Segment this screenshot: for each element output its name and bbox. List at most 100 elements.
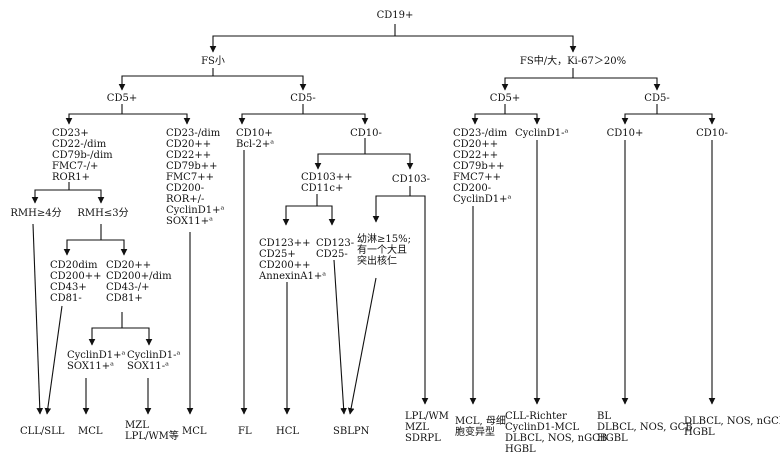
node-cll-markers-line: CD22-/dim [52, 139, 107, 150]
node-small-cd5pos: CD5+ [107, 93, 137, 104]
node-sblpn-markers-line: CD25- [316, 249, 348, 260]
outcome-cll-richter-line: CyclinD1-MCL [505, 422, 580, 433]
edge-rmh3-cd20pp [101, 239, 128, 256]
edge-cd20pp-cycneg [122, 327, 153, 346]
outcome-lpl-wm-line: SDRPL [405, 433, 441, 444]
node-large-cd10neg: CD10- [696, 128, 728, 139]
outcome-cll-richter-line: HGBL [505, 444, 536, 455]
node-cll-markers-line: CD23+ [52, 128, 89, 139]
edge-rmh3-split [63, 224, 102, 256]
node-mcl-markers-line: CD200- [166, 183, 205, 194]
edge-fs-small-split [118, 68, 214, 91]
node-hcl-markers-line: CD25+ [259, 249, 296, 260]
node-cd20pp-line: CD81+ [106, 293, 143, 304]
outcome-dlbcl-ngcb-line: HGBL [684, 427, 715, 438]
node-mcl-markers-line: ROR+/- [166, 194, 205, 205]
outcome-bl-line: BL [597, 411, 611, 422]
outcome-mzl-line: MZL [125, 420, 149, 431]
edge-lcd5pos-split [471, 104, 506, 125]
node-large-cd5pos: CD5+ [490, 93, 520, 104]
outcome-lpl-wm-line: MZL [405, 422, 429, 433]
outcome-mcl-blastoid-line: MCL, 母细 [455, 416, 506, 427]
edge-cd123neg-sblpn [333, 259, 347, 415]
outcome-lpl-wm-line: LPL/WM [405, 411, 449, 422]
edge-cd103pos-cd123neg [317, 205, 336, 226]
edge-lcd5neg-split [621, 104, 658, 125]
node-cd103pos-line: CD11c+ [301, 183, 344, 194]
node-mcl-markers-line: FMC7++ [166, 172, 214, 183]
edge-cll-rmh-split [31, 182, 70, 204]
edge-root-to-fs-large [395, 35, 577, 53]
outcome-sblpn: SBLPN [333, 426, 369, 437]
node-large-cd5pos-line: CD5+ [489, 93, 521, 104]
outcome-mcl-blastoid: MCL, 母细胞变异型 [455, 416, 506, 438]
node-cd10pos: CD10+Bcl-2+ᵃ [236, 128, 274, 150]
node-hcl-markers-line: AnnexinA1+ᵃ [259, 271, 327, 282]
edge-lcd5neg-cd10neg [657, 113, 716, 125]
node-large-cyclin-neg: CyclinD1-ᵃ [515, 128, 568, 139]
node-root-line: CD19+ [376, 10, 414, 21]
edge-cd5pos-split [65, 104, 123, 125]
edge-cd103neg-lpl [410, 195, 429, 405]
node-mcl-markers-line: CD23-/dim [166, 128, 221, 139]
node-cyclin-pos-line: CyclinD1+ᵃ [67, 350, 126, 361]
edge-cd5pos-mcl [122, 113, 191, 125]
outcome-dlbcl-ngcb-line: DLBCL, NOS, nGCB [684, 416, 780, 427]
node-large-markers-line: FMC7++ [453, 172, 501, 183]
node-prolymphocyte-line: 有一个大且 [357, 245, 407, 256]
node-sblpn-markers: CD123-CD25- [316, 238, 354, 260]
node-cyclin-neg-line: SOX11-ᵃ [127, 361, 169, 372]
edge-fs-large-cd5neg [573, 77, 661, 91]
node-cd103neg-line: CD103- [391, 174, 431, 185]
node-mcl-markers-line: CD79b++ [166, 161, 218, 172]
node-cd103neg: CD103- [392, 174, 430, 185]
outcome-mcl-blastoid-line: 胞变异型 [455, 427, 495, 438]
outcome-hcl-line: HCL [276, 426, 300, 437]
node-mcl-markers-line: SOX11+ᵃ [166, 216, 213, 227]
node-cll-markers-line: ROR1+ [52, 172, 90, 183]
node-large-cyclin-neg-line: CyclinD1-ᵃ [515, 128, 569, 139]
edge-lcd5pos-cycneg [505, 113, 541, 125]
node-large-cd10pos: CD10+ [607, 128, 644, 139]
node-fs-small: FS小 [201, 56, 225, 67]
node-cyclin-neg-line: CyclinD1-ᵃ [127, 350, 181, 361]
edge-fs-large-split [501, 68, 574, 91]
node-prolymphocyte-line: 幼淋≥15%; [357, 234, 411, 245]
node-cd103pos-line: CD103++ [301, 172, 353, 183]
outcome-fl: FL [238, 426, 252, 437]
outcome-bl-line: DLBCL, NOS, GCB [597, 422, 693, 433]
node-cd10pos-line: CD10+ [236, 128, 273, 139]
edge-prolym-sblpn [347, 277, 377, 415]
node-rmh-ge4: RMH≥4分 [10, 208, 61, 219]
node-sblpn-markers-line: CD123- [316, 238, 355, 249]
node-mcl-markers-line: CyclinD1+ᵃ [166, 205, 225, 216]
edge-cd10neg-cd103neg [365, 153, 414, 170]
outcome-sblpn-line: SBLPN [333, 426, 370, 437]
node-fs-large: FS中/大，Ki-67＞20% [520, 56, 626, 67]
node-large-cd5neg: CD5- [644, 93, 669, 104]
node-large-markers-line: CyclinD1+ᵃ [453, 194, 512, 205]
outcome-bl-line: HGBL [597, 433, 628, 444]
edge-cd10neg-split [314, 138, 366, 170]
node-rmh-le3-line: RMH≤3分 [77, 208, 129, 219]
node-cd20pp-line: CD20++ [106, 260, 152, 271]
node-hcl-markers-line: CD200++ [259, 260, 311, 271]
node-rmh-ge4-line: RMH≥4分 [10, 208, 62, 219]
node-cd10neg: CD10- [350, 128, 382, 139]
outcome-fl-line: FL [238, 426, 252, 437]
node-small-cd5pos-line: CD5+ [106, 93, 138, 104]
edge-root-to-fs [209, 24, 396, 53]
node-mcl-markers-line: CD22++ [166, 150, 212, 161]
outcome-cll-sll-line: CLL/SLL [20, 426, 65, 437]
node-cd20dim-line: CD81- [50, 293, 82, 304]
edge-rmh4-cll [32, 223, 44, 415]
node-cll-markers-line: FMC7-/+ [52, 161, 99, 172]
